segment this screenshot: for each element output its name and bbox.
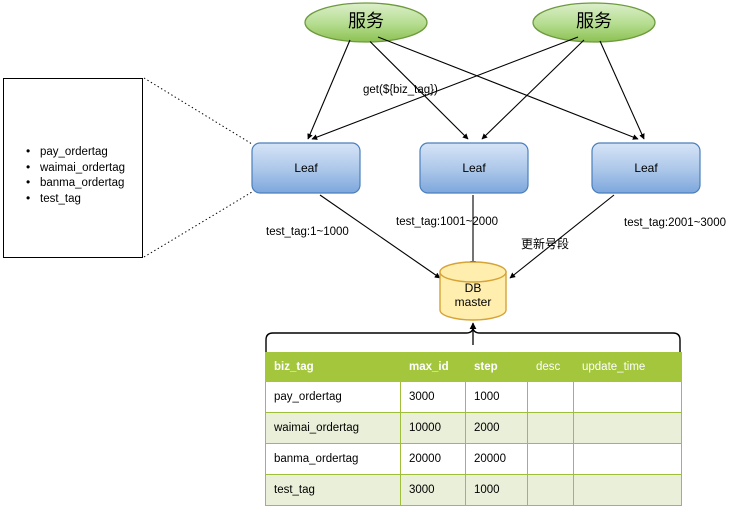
cell-desc — [527, 412, 574, 444]
service-to-leaf-edges — [307, 36, 645, 140]
service-node-1 — [304, 2, 428, 43]
column-header-max-id: max_id — [400, 352, 466, 382]
cell-step: 20000 — [465, 443, 528, 475]
legend-item: waimai_ordertag — [26, 160, 125, 177]
column-header-desc: desc — [527, 352, 574, 382]
cell-update-time — [573, 443, 682, 475]
cell-max-id: 10000 — [400, 412, 466, 444]
edge-label-update-segment: 更新号段 — [521, 237, 570, 251]
cell-max-id: 3000 — [400, 381, 466, 413]
legend-item: banma_ordertag — [26, 175, 125, 192]
biz-tag-legend-box: pay_ordertag waimai_ordertag banma_order… — [3, 78, 143, 258]
cell-max-id: 3000 — [400, 474, 466, 506]
biz-tag-legend-list: pay_ordertag waimai_ordertag banma_order… — [26, 144, 125, 208]
edge-service2-leaf1 — [311, 36, 579, 140]
edge-service1-leaf3 — [377, 36, 639, 140]
leaf-to-db-edges — [319, 194, 615, 279]
legend-item: test_tag — [26, 191, 125, 208]
cell-max-id: 20000 — [400, 443, 466, 475]
edge-label-get-call: get(${biz_tag}) — [363, 84, 438, 96]
table-row: pay_ordertag 3000 1000 — [265, 381, 682, 413]
column-header-step: step — [465, 352, 528, 382]
leaf-node-3 — [591, 142, 701, 194]
table-row: banma_ordertag 20000 20000 — [265, 443, 682, 475]
edge-service2-leaf3 — [599, 40, 645, 140]
cell-biz-tag: banma_ordertag — [265, 443, 401, 475]
cell-update-time — [573, 381, 682, 413]
cell-desc — [527, 443, 574, 475]
leaf-alloc-table: biz_tag max_id step desc update_time pay… — [265, 352, 682, 506]
legend-item: pay_ordertag — [26, 144, 125, 161]
table-row: waimai_ordertag 10000 2000 — [265, 412, 682, 444]
edge-leaf1-db — [319, 194, 441, 279]
service-node-2 — [532, 2, 656, 43]
cell-step: 2000 — [465, 412, 528, 444]
table-brace — [265, 326, 681, 353]
cell-biz-tag: waimai_ordertag — [265, 412, 401, 444]
edge-label-segment-1: test_tag:1~1000 — [266, 226, 349, 238]
column-header-update-time: update_time — [573, 352, 682, 382]
legend-connector-lines — [143, 77, 253, 258]
table-header-row: biz_tag max_id step desc update_time — [265, 352, 682, 382]
edge-service2-leaf2 — [481, 39, 585, 140]
leaf-node-1 — [251, 142, 361, 194]
edge-label-segment-3: test_tag:2001~3000 — [624, 217, 726, 229]
db-master-node — [439, 261, 507, 321]
table-row: test_tag 3000 1000 — [265, 474, 682, 506]
cell-desc — [527, 474, 574, 506]
leaf-node-2 — [419, 142, 529, 194]
cell-desc — [527, 381, 574, 413]
edge-leaf3-db — [509, 194, 615, 279]
cell-update-time — [573, 412, 682, 444]
cell-step: 1000 — [465, 474, 528, 506]
cell-biz-tag: test_tag — [265, 474, 401, 506]
edge-service1-leaf1 — [307, 39, 351, 140]
cell-biz-tag: pay_ordertag — [265, 381, 401, 413]
cell-step: 1000 — [465, 381, 528, 413]
edge-service1-leaf2 — [369, 41, 469, 140]
edge-label-segment-2: test_tag:1001~2000 — [396, 216, 498, 228]
cell-update-time — [573, 474, 682, 506]
column-header-biz-tag: biz_tag — [265, 352, 401, 382]
